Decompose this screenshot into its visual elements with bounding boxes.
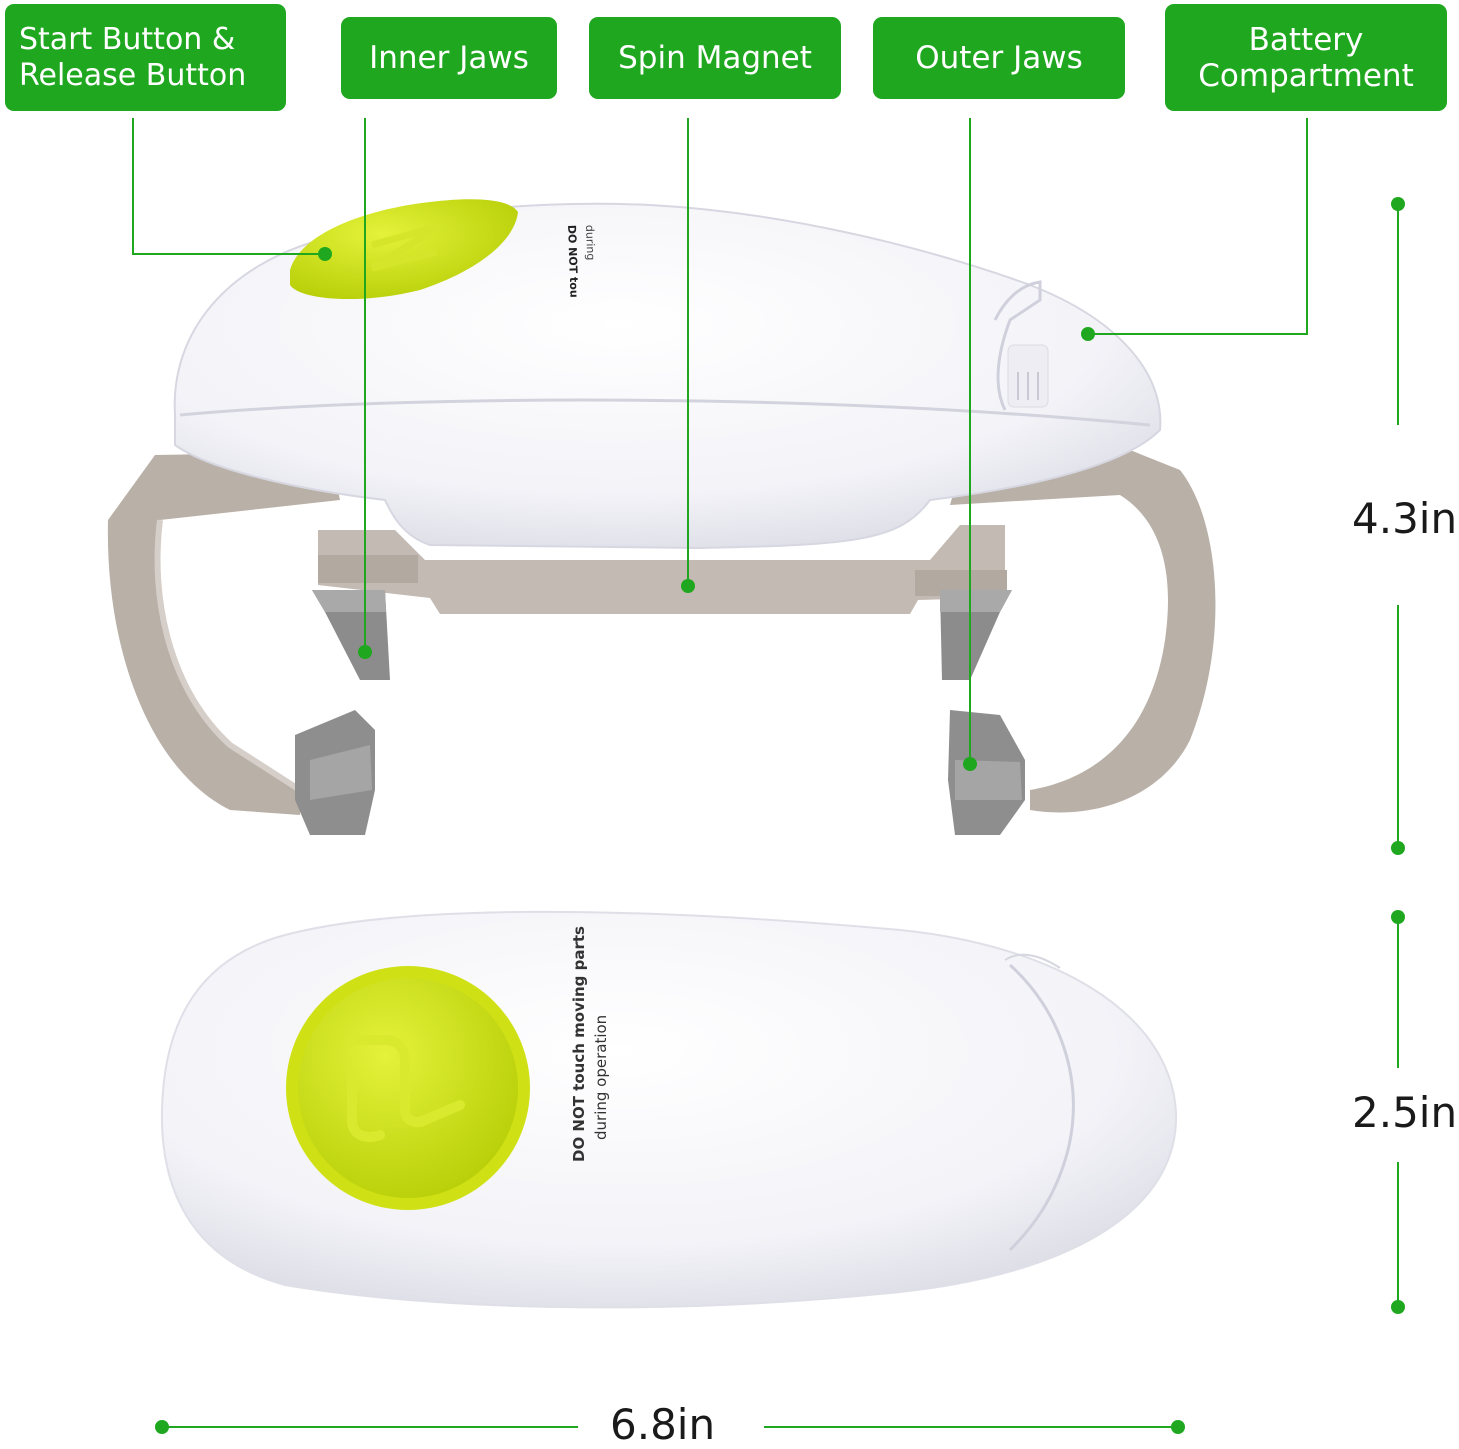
top-view-device — [160, 910, 1178, 1309]
inner-jaw-right — [940, 590, 1012, 680]
callout-start-release-button: Start Button & Release Button — [5, 4, 286, 111]
right-handle — [950, 450, 1216, 813]
dimension-height-top: 2.5in — [1352, 1088, 1458, 1137]
callout-spin-magnet: Spin Magnet — [589, 17, 841, 99]
side-view-device: DO NOT tou during — [107, 199, 1216, 835]
dimension-lines — [162, 205, 1399, 1428]
warning-line-2: during operation — [592, 1015, 610, 1140]
side-warning-text: DO NOT tou — [565, 225, 581, 298]
leader-dots — [318, 247, 1095, 771]
leader-lines — [132, 118, 1308, 764]
callout-battery-compartment: Battery Compartment — [1165, 4, 1447, 111]
callout-outer-jaws: Outer Jaws — [873, 17, 1125, 99]
side-warning-text-2: during — [583, 225, 597, 261]
top-view-warning: DO NOT touch moving parts during operati… — [570, 926, 610, 1162]
dimension-length: 6.8in — [610, 1400, 716, 1449]
dimension-height-side: 4.3in — [1352, 494, 1458, 543]
svg-text:DO NOT touch moving parts: DO NOT touch moving parts — [570, 926, 588, 1162]
callout-inner-jaws: Inner Jaws — [341, 17, 557, 99]
warning-line-1: DO NOT touch moving parts — [570, 926, 588, 1162]
spin-magnet-bracket — [318, 525, 1005, 614]
dimension-dots — [155, 197, 1405, 1434]
inner-jaw-left — [312, 590, 390, 680]
left-handle — [107, 452, 340, 815]
